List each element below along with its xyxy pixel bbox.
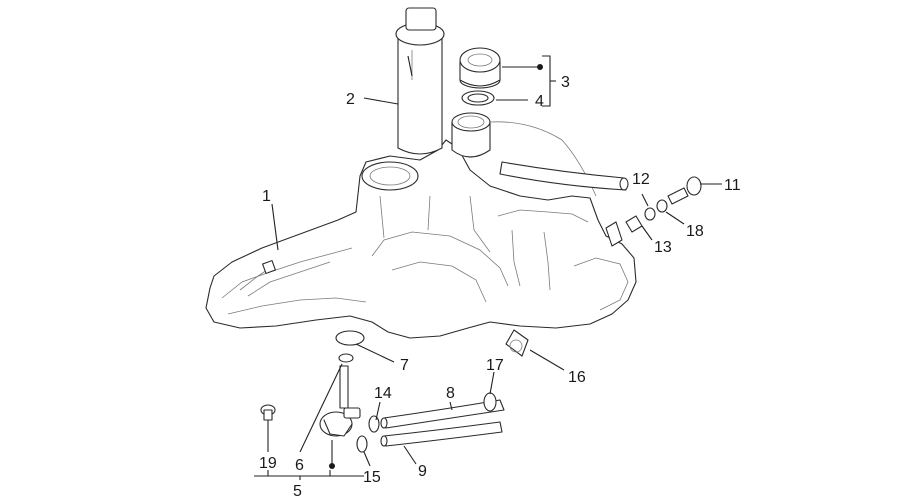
callout-15: 15 [363, 469, 381, 486]
hose-clamp-16 [505, 329, 529, 357]
callout-12: 12 [632, 171, 650, 188]
fuel-level-sender [395, 7, 445, 155]
clip-15 [356, 435, 368, 453]
vent-hose [499, 161, 629, 191]
callout-2: 2 [346, 91, 355, 108]
callout-13: 13 [654, 239, 672, 256]
washer [644, 199, 668, 221]
fuel-tank [205, 139, 637, 339]
spacer [625, 215, 643, 233]
bracket [605, 221, 623, 247]
hose-clamp-top [335, 330, 365, 363]
mounting-bolt [667, 176, 702, 205]
callout-9: 9 [418, 463, 427, 480]
leader-lines [254, 55, 722, 480]
callout-17: 17 [486, 357, 504, 374]
cap-seal-ring [461, 90, 495, 106]
callout-labels: 1 2 3 4 5 6 7 8 9 11 12 13 14 15 16 17 1… [259, 74, 741, 496]
callout-8: 8 [446, 385, 455, 402]
callout-6: 6 [295, 457, 304, 474]
fuel-tap [319, 365, 361, 437]
callout-16: 16 [568, 369, 586, 386]
callout-1: 1 [262, 188, 271, 205]
callout-4: 4 [535, 93, 544, 110]
callout-5: 5 [293, 483, 302, 496]
callout-7: 7 [400, 357, 409, 374]
callout-11: 11 [724, 177, 741, 194]
callout-14: 14 [374, 385, 392, 402]
fuel-cap [459, 47, 501, 89]
callout-3: 3 [561, 74, 570, 91]
drain-screw [260, 404, 276, 421]
callout-19: 19 [259, 455, 277, 472]
callout-18: 18 [686, 223, 704, 240]
filler-neck [451, 112, 597, 197]
clip-14 [368, 415, 380, 433]
fuel-hoses [380, 392, 505, 447]
